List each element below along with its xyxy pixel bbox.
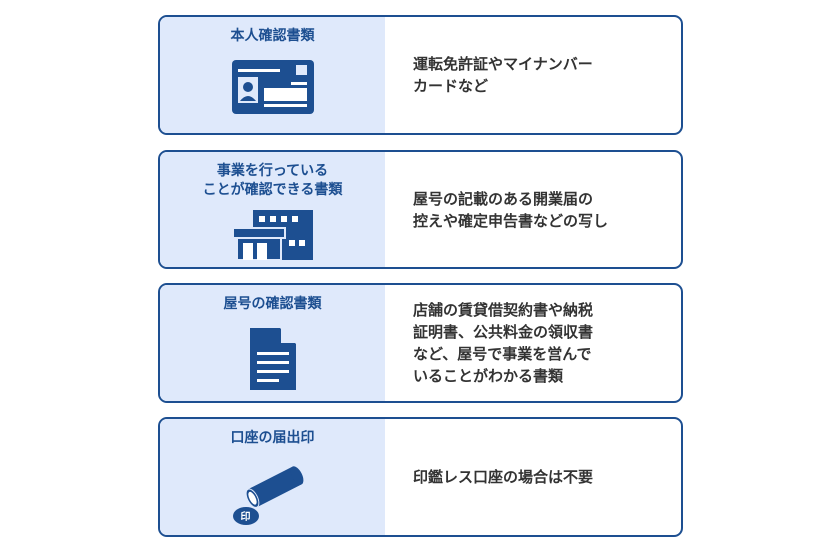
card-description: 店舗の賃貸借契約書や納税 証明書、公共料金の領収書 など、屋号で事業を営んで い… bbox=[413, 301, 594, 385]
seal-stamp-icon: 印 bbox=[232, 460, 313, 526]
card-label-panel: 屋号の確認書類 bbox=[160, 285, 385, 401]
card-identity: 本人確認書類 運転免許証やマイナンバー カードなど bbox=[158, 15, 683, 135]
card-description: 印鑑レス口座の場合は不要 bbox=[413, 468, 594, 486]
card-label-panel: 事業を行っている ことが確認できる書類 bbox=[160, 152, 385, 267]
card-label-panel: 本人確認書類 bbox=[160, 17, 385, 133]
card-seal: 口座の届出印 印 印鑑レス口座の場合は不要 bbox=[158, 417, 683, 537]
card-label-panel: 口座の届出印 印 bbox=[160, 419, 385, 535]
building-icon bbox=[232, 210, 313, 260]
document-icon bbox=[249, 328, 296, 390]
card-description: 運転免許証やマイナンバー カードなど bbox=[413, 55, 593, 95]
card-title: 口座の届出印 bbox=[230, 430, 315, 446]
stamp-label: 印 bbox=[240, 512, 251, 523]
card-title: 本人確認書類 bbox=[230, 28, 315, 44]
card-trade-name: 屋号の確認書類 店舗の賃貸借契約書や納税 証明書、公共料金の領収書 など、屋号で… bbox=[158, 283, 683, 403]
card-description: 屋号の記載のある開業届の 控えや確定申告書などの写し bbox=[413, 189, 609, 230]
card-title: 事業を行っている ことが確認できる書類 bbox=[202, 163, 343, 198]
id-card-icon bbox=[231, 60, 314, 114]
card-business-proof: 事業を行っている ことが確認できる書類 屋号の記載のある開業届の 控えや確定申告… bbox=[158, 150, 683, 269]
card-title: 屋号の確認書類 bbox=[223, 296, 322, 312]
